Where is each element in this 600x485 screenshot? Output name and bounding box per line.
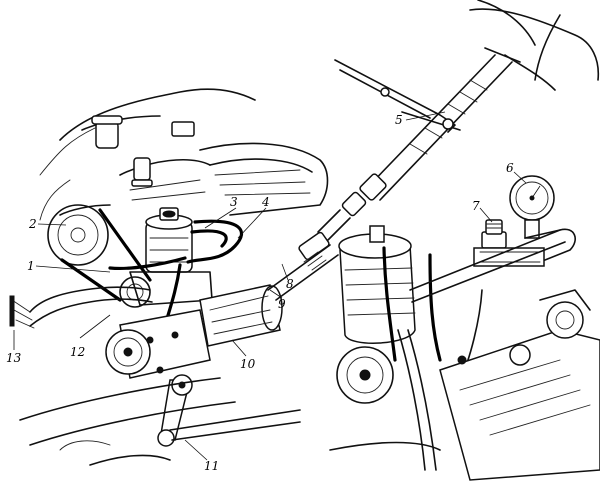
callout-13: 13 xyxy=(6,351,22,365)
engine-block xyxy=(39,88,329,221)
callout-2: 2 xyxy=(28,217,37,231)
shutoff-valve xyxy=(473,219,545,267)
pressure-gauge xyxy=(509,175,576,263)
steering-gearbox xyxy=(105,284,301,447)
power-steering-pump-reservoir xyxy=(129,207,213,306)
hoses-right xyxy=(382,229,566,471)
callout-4: 4 xyxy=(261,195,270,209)
callout-5: 5 xyxy=(395,113,403,127)
callout-10: 10 xyxy=(240,357,256,371)
callout-3: 3 xyxy=(230,195,238,209)
callout-1: 1 xyxy=(27,259,35,273)
callouts: 1 2 3 4 5 6 7 8 9 10 11 12 13 xyxy=(6,113,514,473)
steering-wheel xyxy=(469,0,600,91)
steering-column xyxy=(317,47,521,241)
pulley-assembly xyxy=(47,204,152,308)
chassis-frame-left xyxy=(19,377,236,466)
callout-11: 11 xyxy=(204,459,219,473)
steering-shaft-left xyxy=(267,231,339,301)
callout-8: 8 xyxy=(286,277,294,291)
callout-6: 6 xyxy=(506,161,514,175)
callout-9: 9 xyxy=(278,297,286,311)
right-reservoir xyxy=(336,225,416,404)
gearbox-right xyxy=(329,289,600,481)
callout-7: 7 xyxy=(472,199,480,213)
callout-12: 12 xyxy=(70,345,85,359)
leader-lines xyxy=(13,111,527,461)
